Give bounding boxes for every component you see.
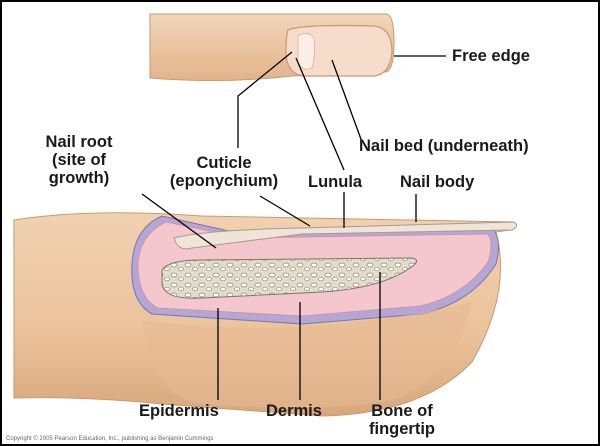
label-nail-root: Nail root (site of growth) (30, 133, 128, 187)
label-nail-bed: Nail bed (underneath) (359, 137, 529, 155)
label-bone-line2: fingertip (352, 420, 452, 438)
label-nail-body: Nail body (400, 173, 474, 191)
label-bone: Bone of fingertip (352, 402, 452, 438)
label-cuticle-line2: (eponychium) (146, 172, 302, 190)
label-cuticle-line1: Cuticle (146, 154, 302, 172)
label-cuticle: Cuticle (eponychium) (146, 154, 302, 190)
copyright-notice: Copyright © 2005 Pearson Education, Inc.… (6, 436, 214, 442)
label-nail-root-line3: growth) (30, 169, 128, 187)
label-dermis: Dermis (266, 402, 322, 420)
label-lunula: Lunula (308, 173, 362, 191)
finger-top-view (150, 14, 394, 81)
label-nail-root-line1: Nail root (30, 133, 128, 151)
label-free-edge: Free edge (452, 47, 530, 65)
finger-section (14, 213, 517, 416)
label-epidermis: Epidermis (139, 402, 219, 420)
label-nail-root-line2: (site of (30, 151, 128, 169)
label-bone-line1: Bone of (352, 402, 452, 420)
lunula-top (298, 33, 315, 69)
